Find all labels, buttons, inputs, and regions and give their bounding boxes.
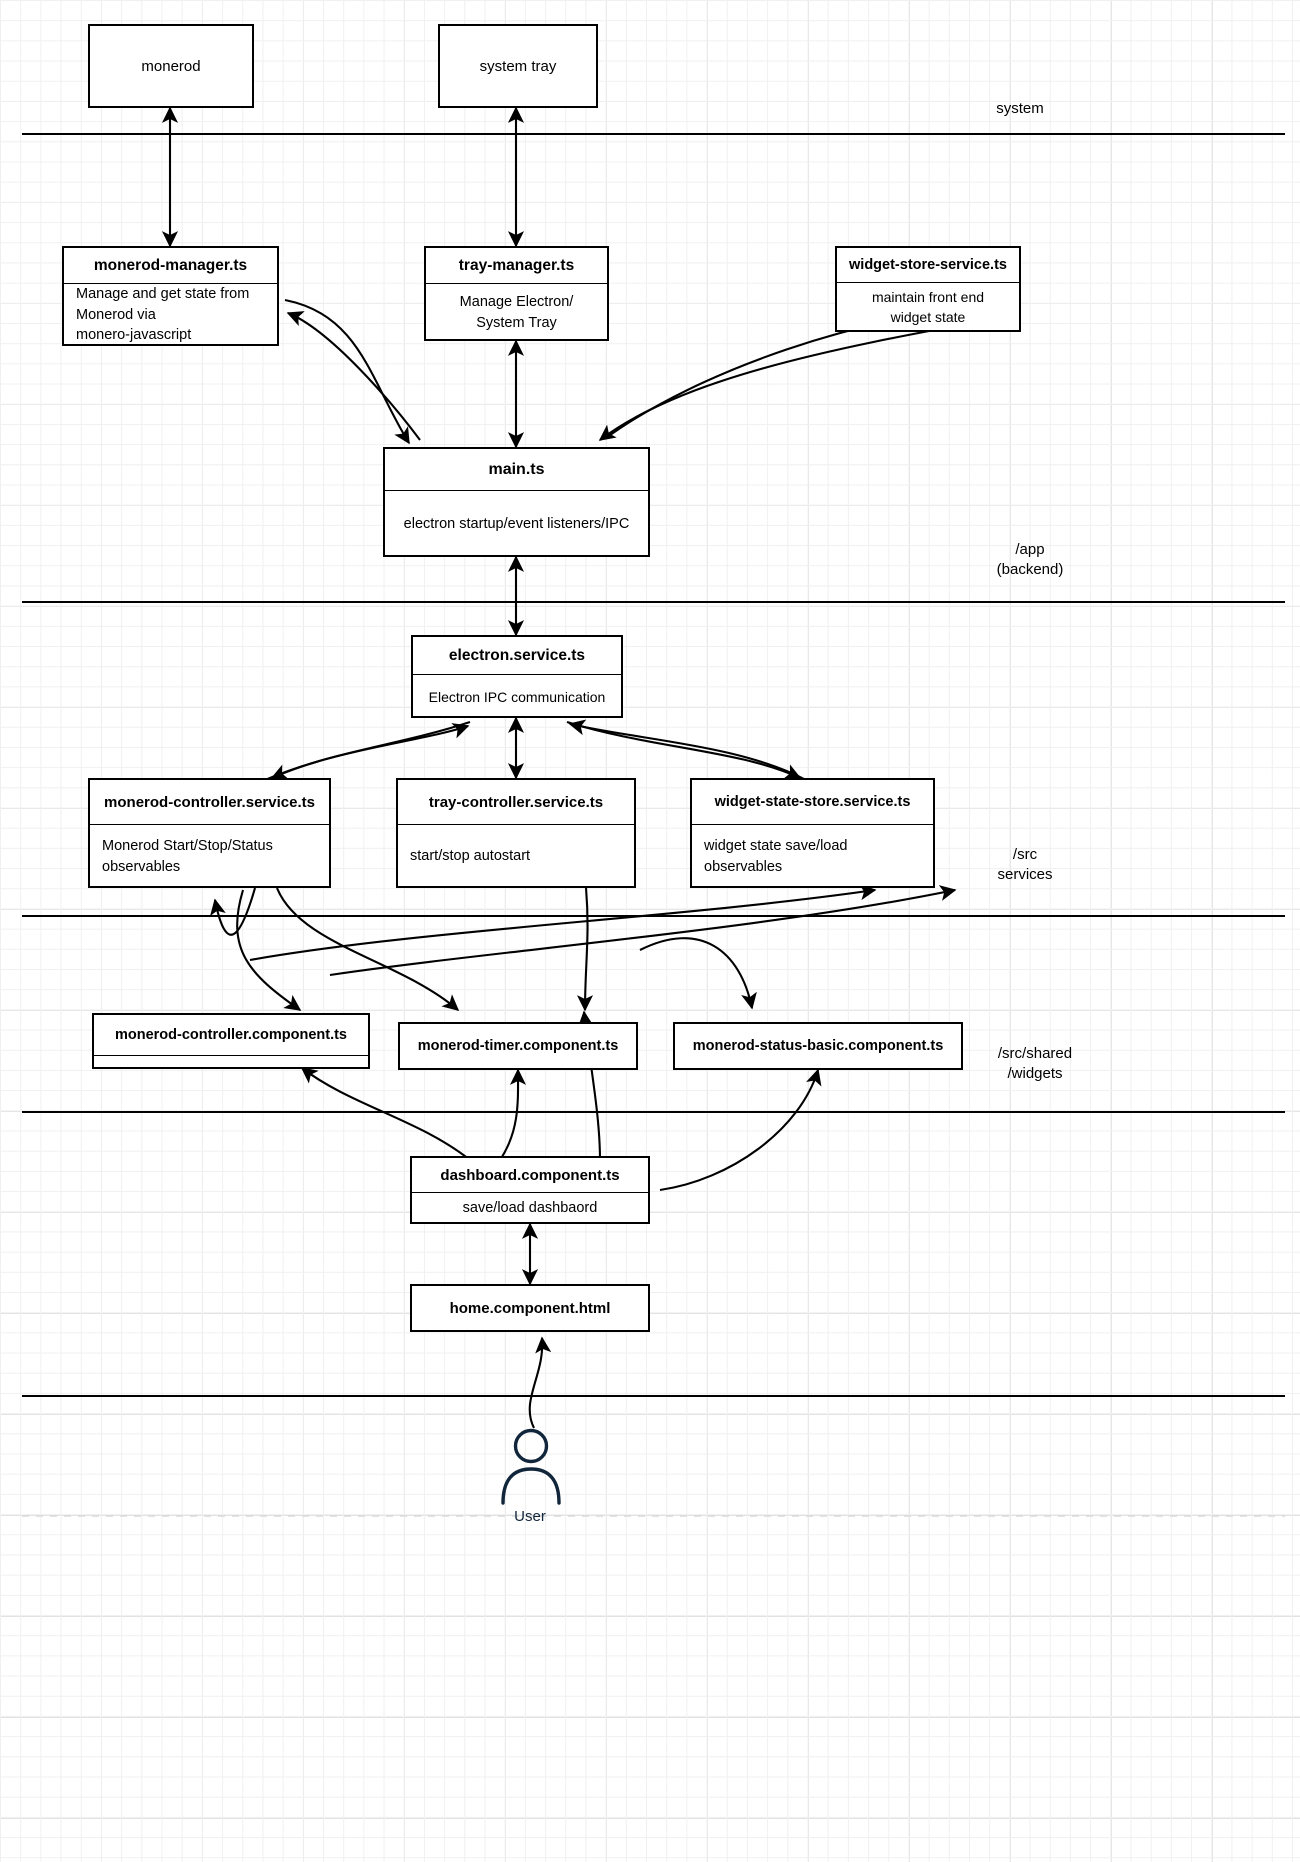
node-monerod-controller-service-header: monerod-controller.service.ts xyxy=(104,793,315,811)
node-tray-manager-header: tray-manager.ts xyxy=(458,256,575,274)
node-main-ts-body: electron startup/event listeners/IPC xyxy=(385,490,648,557)
node-system-tray-header: system tray xyxy=(479,57,557,75)
node-widget-state-store-service-header: widget-state-store.service.ts xyxy=(714,794,911,810)
node-tray-controller-service-header: tray-controller.service.ts xyxy=(428,793,604,811)
node-home-component[interactable]: home.component.html xyxy=(410,1284,650,1332)
node-tray-manager-body: Manage Electron/ System Tray xyxy=(426,283,607,341)
node-system-tray[interactable]: system tray xyxy=(438,24,598,108)
node-widget-store-service-body: maintain front end widget state xyxy=(837,282,1019,332)
node-widget-store-service[interactable]: widget-store-service.ts maintain front e… xyxy=(835,246,1021,332)
node-monerod-manager-header: monerod-manager.ts xyxy=(93,256,248,274)
node-monerod-controller-service[interactable]: monerod-controller.service.ts Monerod St… xyxy=(88,778,331,888)
node-monerod-timer-component[interactable]: monerod-timer.component.ts xyxy=(398,1022,638,1070)
node-monerod-status-basic-component-header: monerod-status-basic.component.ts xyxy=(692,1038,944,1054)
node-monerod-controller-component[interactable]: monerod-controller.component.ts xyxy=(92,1013,370,1069)
layer-label-src: /src services xyxy=(997,846,1053,883)
node-tray-controller-service[interactable]: tray-controller.service.ts start/stop au… xyxy=(396,778,636,888)
node-tray-manager[interactable]: tray-manager.ts Manage Electron/ System … xyxy=(424,246,609,341)
node-widget-state-store-service[interactable]: widget-state-store.service.ts widget sta… xyxy=(690,778,935,888)
node-tray-controller-service-body: start/stop autostart xyxy=(398,824,634,888)
node-monerod-controller-component-header: monerod-controller.component.ts xyxy=(114,1027,347,1043)
user-avatar-icon xyxy=(501,1428,561,1505)
node-main-ts[interactable]: main.ts electron startup/event listeners… xyxy=(383,447,650,557)
node-monerod-timer-component-header: monerod-timer.component.ts xyxy=(417,1038,619,1054)
node-dashboard-component-body: save/load dashbaord xyxy=(412,1192,648,1222)
layer-label-app: /app (backend) xyxy=(996,541,1064,578)
node-monerod[interactable]: monerod xyxy=(88,24,254,108)
node-monerod-controller-component-body xyxy=(94,1055,368,1069)
node-home-component-header: home.component.html xyxy=(449,1299,611,1317)
node-dashboard-component[interactable]: dashboard.component.ts save/load dashbao… xyxy=(410,1156,650,1224)
user-label: User xyxy=(514,1508,546,1525)
node-monerod-manager[interactable]: monerod-manager.ts Manage and get state … xyxy=(62,246,279,346)
node-monerod-status-basic-component[interactable]: monerod-status-basic.component.ts xyxy=(673,1022,963,1070)
node-electron-service[interactable]: electron.service.ts Electron IPC communi… xyxy=(411,635,623,718)
node-main-ts-header: main.ts xyxy=(488,460,545,478)
node-widget-state-store-service-body: widget state save/load observables xyxy=(692,824,933,888)
node-monerod-header: monerod xyxy=(141,57,201,75)
layer-label-system: system xyxy=(996,100,1044,117)
node-electron-service-body: Electron IPC communication xyxy=(413,674,621,718)
layer-label-widgets: /src/shared /widgets xyxy=(997,1045,1073,1082)
node-electron-service-header: electron.service.ts xyxy=(448,646,586,664)
node-widget-store-service-header: widget-store-service.ts xyxy=(849,257,1007,273)
node-monerod-manager-body: Manage and get state from Monerod via mo… xyxy=(64,283,277,346)
node-monerod-controller-service-body: Monerod Start/Stop/Status observables xyxy=(90,824,329,888)
node-dashboard-component-header: dashboard.component.ts xyxy=(440,1166,620,1184)
